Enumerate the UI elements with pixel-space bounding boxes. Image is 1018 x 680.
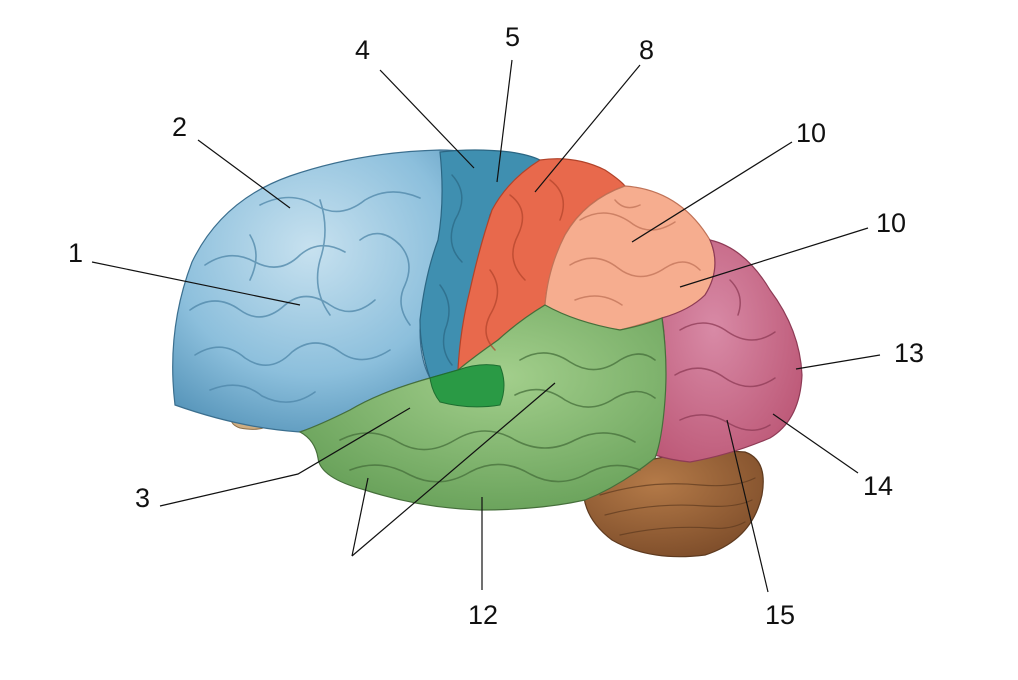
label-1: 1	[68, 238, 84, 268]
postcentral-texture	[485, 179, 565, 351]
leader-15	[726, 419, 769, 593]
label-12: 12	[468, 600, 499, 630]
leader-1	[91, 261, 301, 306]
label-2: 2	[172, 112, 188, 142]
occipital-region	[654, 239, 803, 463]
leader-10a	[631, 141, 793, 243]
label-10-lower: 10	[876, 208, 907, 238]
leader-pair-b	[351, 382, 556, 557]
leader-14	[772, 413, 859, 474]
leader-3	[159, 407, 411, 507]
label-5: 5	[505, 22, 521, 52]
label-15: 15	[765, 600, 796, 630]
label-13: 13	[894, 338, 925, 368]
temporal-texture	[339, 352, 656, 483]
leader-13	[795, 354, 881, 370]
leader-5	[496, 59, 513, 183]
label-14: 14	[863, 471, 894, 501]
leader-pair-a	[351, 477, 369, 557]
leader-4	[379, 69, 475, 169]
label-8: 8	[639, 35, 655, 65]
parietal-texture	[569, 199, 701, 306]
insula-region	[429, 364, 505, 408]
leader-2	[197, 139, 291, 209]
cerebellum-texture	[599, 477, 756, 536]
label-3: 3	[135, 483, 151, 513]
label-10-upper: 10	[796, 118, 827, 148]
gyri-texture	[189, 191, 421, 403]
precentral-texture	[439, 174, 463, 366]
leader-8	[534, 64, 641, 193]
occipital-texture	[674, 279, 776, 431]
label-4: 4	[355, 35, 371, 65]
leader-10b	[679, 227, 869, 288]
leader-lines	[91, 59, 881, 593]
